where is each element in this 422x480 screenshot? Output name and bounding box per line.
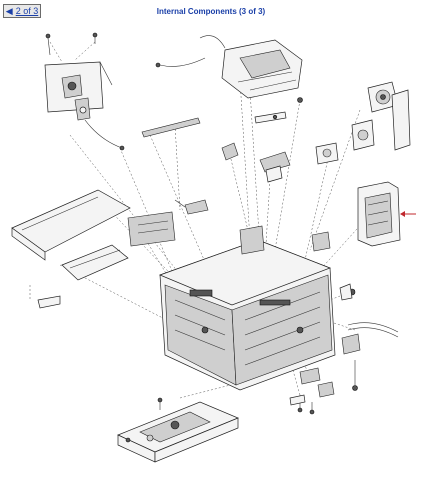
previous-page-label: 2 of 3 bbox=[15, 6, 39, 16]
paper-guide bbox=[37, 244, 129, 309]
rail-parts bbox=[141, 111, 287, 138]
right-small-parts bbox=[311, 231, 399, 391]
side-cover-panel bbox=[11, 189, 176, 261]
left-arrow-icon: ◀ bbox=[5, 6, 13, 16]
controller-board bbox=[357, 181, 401, 247]
previous-page-button[interactable]: ◀ 2 of 3 bbox=[3, 4, 41, 18]
main-chassis bbox=[159, 225, 336, 391]
callout-arrow-icon bbox=[400, 211, 416, 217]
lower-fasteners bbox=[289, 367, 335, 415]
gear-assembly-inset bbox=[44, 32, 125, 151]
page-title: Internal Components (3 of 3) bbox=[156, 7, 266, 16]
base-tray bbox=[117, 397, 239, 463]
fan-assembly bbox=[315, 81, 411, 165]
small-brackets bbox=[174, 142, 291, 215]
top-laser-unit bbox=[155, 35, 303, 103]
